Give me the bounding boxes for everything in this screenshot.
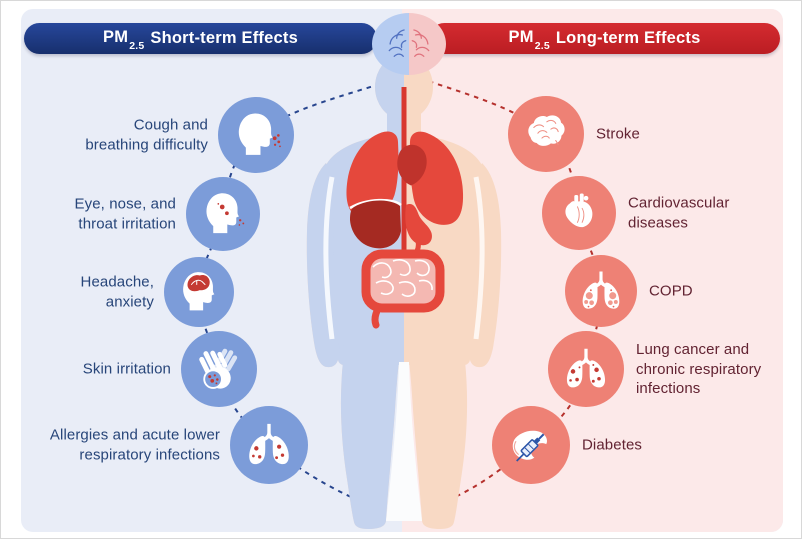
lung-cancer-icon — [566, 348, 606, 388]
stomach — [405, 203, 432, 246]
intestines — [361, 249, 445, 313]
copd-effect-circle — [565, 255, 637, 327]
body-scene — [197, 54, 603, 529]
cough-effect-label: Cough and breathing difficulty — [85, 116, 208, 154]
skin-effect-label: Skin irritation — [82, 360, 171, 378]
pm25-label: PM2.5 — [103, 28, 145, 53]
internal-organs — [346, 87, 464, 329]
copd-effect-label: COPD — [649, 282, 693, 300]
infographic-panel: PM2.5 Short-term Effects PM2.5 Long-term… — [21, 9, 783, 532]
rectum — [371, 303, 383, 329]
headache-effect-circle — [164, 257, 234, 327]
brain-hemispheres-icon — [372, 13, 446, 75]
allergies-effect-label: Allergies and acute lower respiratory in… — [49, 426, 220, 464]
liver-divider — [349, 198, 402, 210]
right-arm-gap — [473, 176, 485, 340]
infected-lungs-icon — [249, 423, 289, 465]
legs-gap — [386, 362, 422, 521]
pancreas-syringe-icon — [512, 430, 548, 462]
face-irritation-icon — [206, 193, 245, 234]
syringe — [516, 433, 545, 462]
lung-cancer-effect-label: Lung cancer and chronic respiratory infe… — [636, 340, 762, 397]
liver — [350, 200, 401, 249]
cough-effect-circle — [218, 97, 294, 173]
short-term-banner: PM2.5 Short-term Effects — [24, 23, 377, 54]
heart-icon — [565, 193, 593, 228]
brain-icon — [528, 115, 565, 146]
allergies-effect-circle — [230, 406, 308, 484]
body-silhouette — [306, 54, 502, 529]
short-term-title: Short-term Effects — [150, 29, 298, 47]
irritation-effect-label: Eye, nose, and throat irritation — [74, 195, 176, 233]
irritation-effect-circle — [186, 177, 260, 251]
long-term-title: Long-term Effects — [555, 29, 701, 47]
diabetes-effect-circle — [492, 406, 570, 484]
small-intestine-lines — [372, 259, 433, 297]
left-lung — [346, 131, 399, 219]
hands-skin-icon — [199, 348, 238, 389]
pm25-label: PM2.5 — [508, 28, 550, 53]
coughing-head-icon — [238, 113, 281, 155]
skin-effect-circle — [181, 331, 257, 407]
cardiovascular-effect-circle — [542, 176, 616, 250]
heart — [397, 144, 427, 186]
lung-cancer-effect-circle — [548, 331, 624, 407]
copd-lungs-icon — [582, 271, 620, 309]
headache-effect-label: Headache, anxiety — [80, 273, 154, 311]
stroke-effect-label: Stroke — [596, 125, 640, 143]
stroke-effect-circle — [508, 96, 584, 172]
cardiovascular-effect-label: Cardiovascular diseases — [628, 194, 730, 232]
headache-brain-icon — [183, 272, 215, 311]
diabetes-effect-label: Diabetes — [582, 436, 643, 454]
long-term-banner: PM2.5 Long-term Effects — [429, 23, 780, 54]
left-arm-gap — [323, 176, 335, 340]
